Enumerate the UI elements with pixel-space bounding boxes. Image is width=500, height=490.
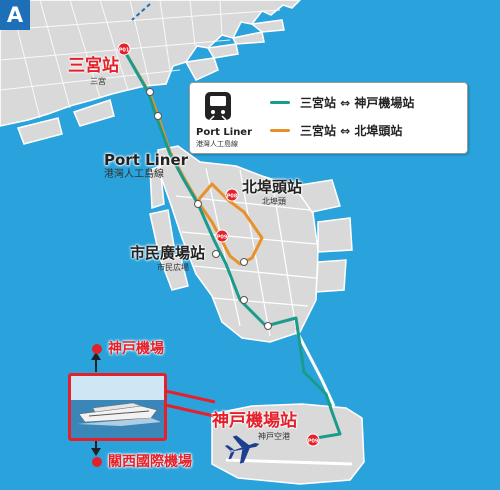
city-grid xyxy=(0,0,281,119)
line-sub-label: 港灣人工島線 xyxy=(104,169,164,180)
mainland xyxy=(0,0,302,127)
ferry-connector xyxy=(160,388,216,404)
legend-swatch-teal xyxy=(270,100,290,104)
station-name-shimin: 市民廣場站 xyxy=(130,244,206,262)
svg-text:P09: P09 xyxy=(308,439,319,445)
bullet-kobe-airport xyxy=(92,344,102,354)
berths-east xyxy=(292,179,353,293)
legend-route-kitafuto: 三宮站 ⇔ 北埠頭站 xyxy=(300,123,403,138)
legend-route-airport: 三宮站 ⇔ 神戸機場站 xyxy=(300,95,415,110)
teal-line xyxy=(122,49,342,440)
runway xyxy=(225,458,353,466)
marker-sannomiya: P01 xyxy=(117,42,131,56)
train-icon xyxy=(205,92,231,121)
station-sub-shimin: 市民広場 xyxy=(157,263,189,272)
ferry-connector-2 xyxy=(160,402,215,418)
station-sub-kitafuto: 北埠頭 xyxy=(262,197,286,206)
east-piers xyxy=(184,19,285,81)
berths-west xyxy=(149,164,189,291)
station-name-sannomiya: 三宮站 xyxy=(68,56,119,76)
marker-shimin: P09 xyxy=(215,229,229,243)
arrow-up-icon xyxy=(91,352,101,372)
station-sub-airport: 神戸空港 xyxy=(258,432,290,441)
station-sub-sannomiya: 三宮 xyxy=(90,77,106,86)
svg-text:P09: P09 xyxy=(217,235,228,241)
ferry-photo xyxy=(68,373,167,441)
legend: Port Liner 港灣人工島線 三宮站 ⇔ 神戸機場站 三宮站 ⇔ 北埠頭站 xyxy=(189,82,468,154)
line-name-label: Port Liner xyxy=(104,151,189,169)
station-dots xyxy=(146,88,272,330)
port-island xyxy=(157,145,319,343)
legend-brand: Port Liner xyxy=(196,127,253,138)
marker-kitafuto: P08 xyxy=(225,188,239,202)
station-name-kitafuto: 北埠頭站 xyxy=(242,178,303,196)
west-piers xyxy=(17,99,115,145)
map-badge: A xyxy=(0,0,30,30)
bullet-kansai-airport xyxy=(92,457,102,467)
legend-row-orange: 三宮站 ⇔ 北埠頭站 xyxy=(270,121,402,139)
legend-row-teal: 三宮站 ⇔ 神戸機場站 xyxy=(270,93,414,111)
station-name-airport: 神戸機場站 xyxy=(212,411,297,431)
destination-kansai-airport: 關西國際機場 xyxy=(108,454,192,470)
svg-text:P01: P01 xyxy=(119,48,130,54)
bridge xyxy=(294,329,336,407)
legend-brand-sub: 港灣人工島線 xyxy=(196,140,238,148)
marker-airport: P09 xyxy=(306,433,320,447)
airplane-icon xyxy=(224,435,260,464)
svg-text:P08: P08 xyxy=(227,194,238,200)
ferry-illustration xyxy=(71,376,164,438)
legend-swatch-orange xyxy=(270,128,290,132)
destination-kobe-airport: 神戸機場 xyxy=(108,341,164,357)
